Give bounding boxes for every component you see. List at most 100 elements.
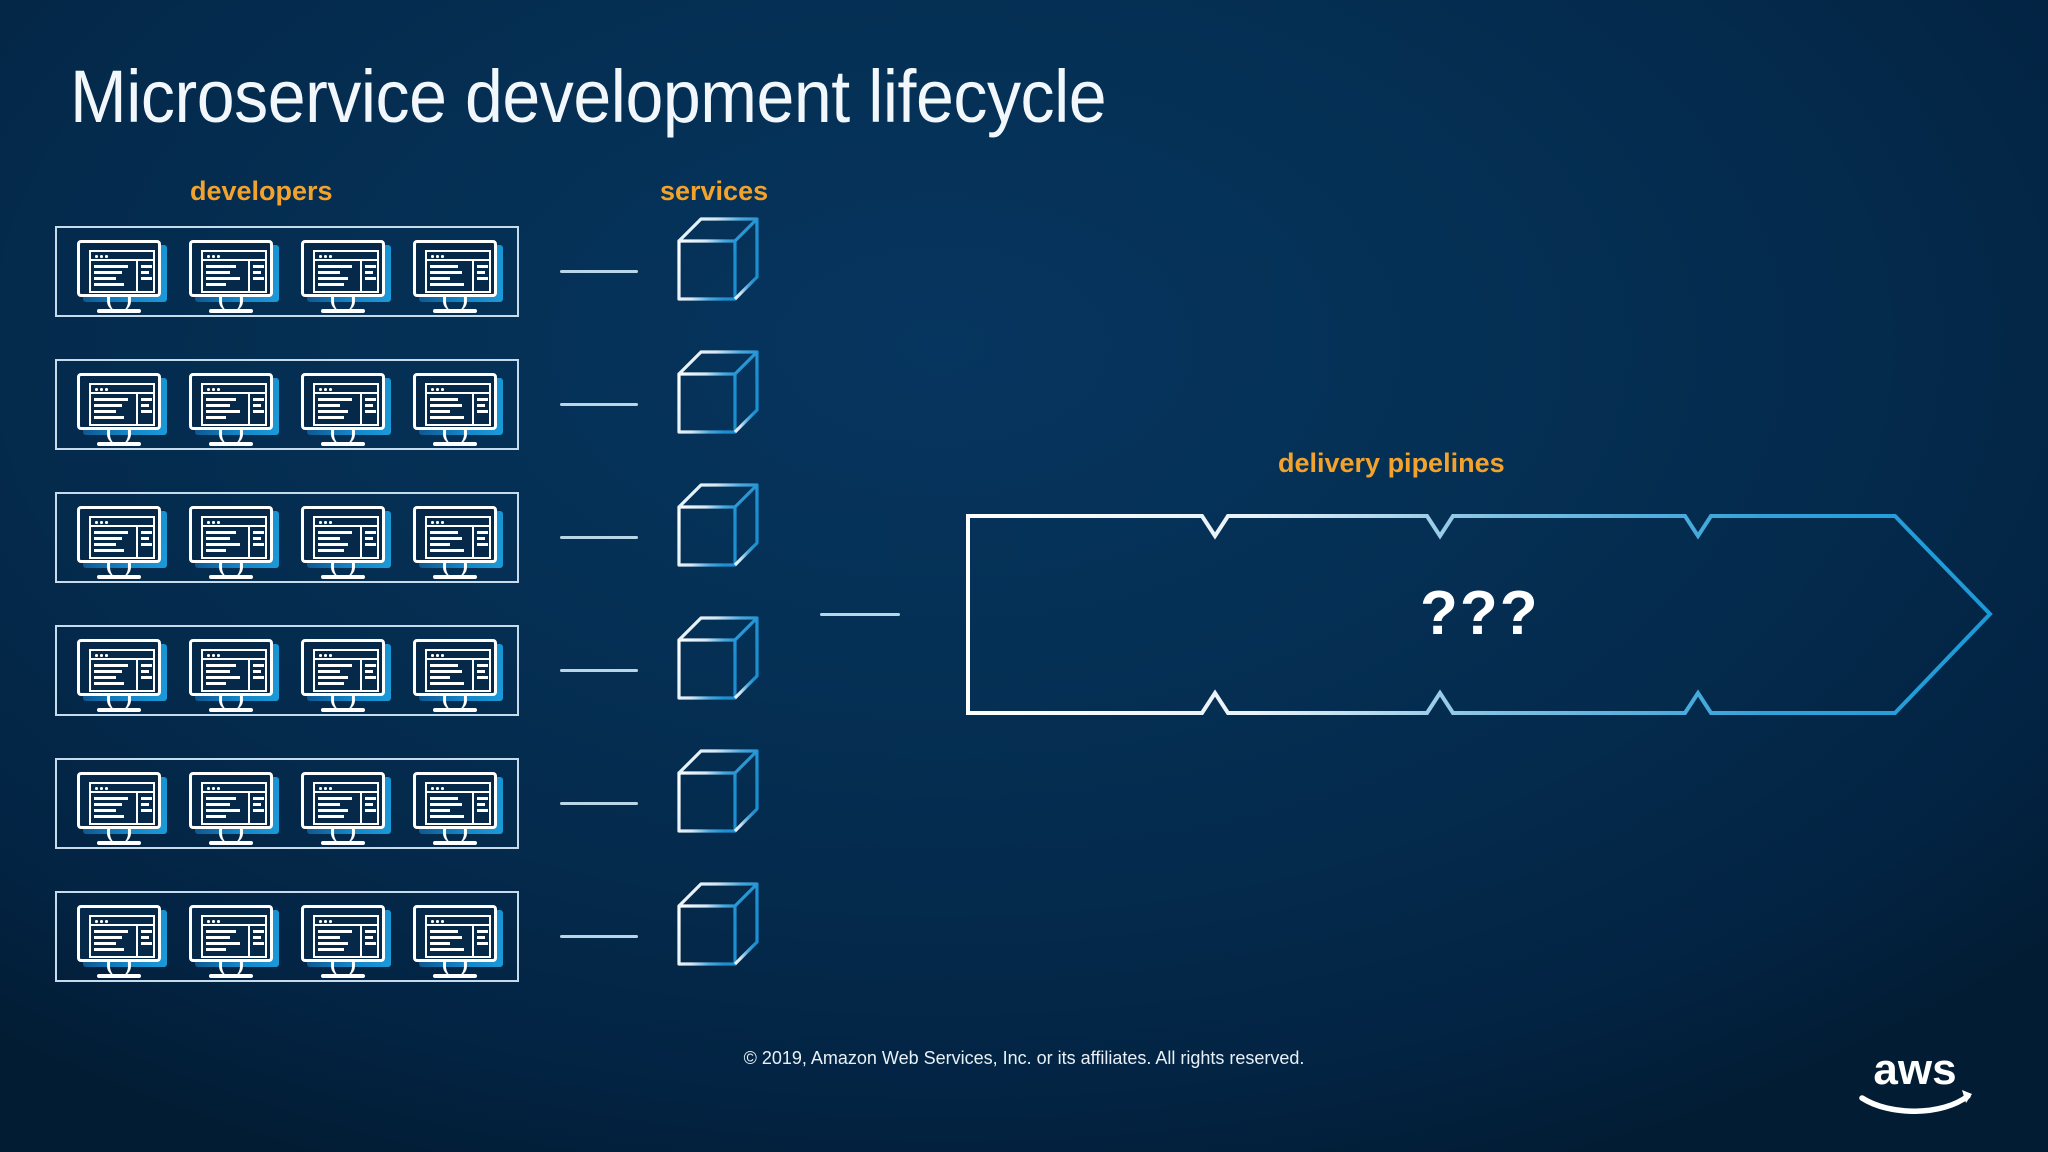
window-dot-icon — [431, 787, 434, 790]
monitor-base — [209, 708, 253, 712]
window-sidebar — [136, 394, 153, 424]
monitor-screen — [301, 905, 385, 962]
window-dot-icon — [441, 388, 444, 391]
window-frame-icon — [313, 250, 379, 293]
window-dot-icon — [441, 255, 444, 258]
window-body — [91, 527, 153, 557]
window-body — [91, 261, 153, 291]
service-cube-icon[interactable] — [675, 481, 761, 569]
service-cube-icon[interactable] — [675, 215, 761, 303]
window-frame-icon — [89, 250, 155, 293]
developer-workstation-icon — [411, 638, 507, 719]
window-dot-icon — [324, 255, 327, 258]
window-content-lines — [94, 664, 132, 688]
developer-workstation-icon — [187, 505, 283, 586]
window-content-lines — [94, 398, 132, 422]
monitor-base — [321, 841, 365, 845]
window-content-lines — [206, 398, 244, 422]
window-dot-icon — [105, 787, 108, 790]
window-dot-icon — [319, 787, 322, 790]
monitor-screen — [413, 905, 497, 962]
developer-workstation-icon — [75, 372, 171, 453]
developer-workstation-icon — [75, 239, 171, 320]
service-cube-icon[interactable] — [675, 747, 761, 835]
service-cube-icon[interactable] — [675, 614, 761, 702]
developer-group[interactable] — [55, 891, 519, 982]
developer-workstation-icon — [299, 638, 395, 719]
monitor-base — [97, 708, 141, 712]
window-dot-icon — [441, 521, 444, 524]
developer-group[interactable] — [55, 492, 519, 583]
window-dot-icon — [436, 255, 439, 258]
window-titlebar — [427, 385, 489, 394]
delivery-pipeline-arrow[interactable] — [965, 512, 1995, 717]
developer-workstation-icon — [75, 771, 171, 852]
window-dot-icon — [324, 521, 327, 524]
window-body — [427, 394, 489, 424]
window-sidebar — [248, 527, 265, 557]
window-dot-icon — [436, 388, 439, 391]
window-dot-icon — [436, 787, 439, 790]
developer-workstation-icon — [411, 239, 507, 320]
connector-developers-to-service — [560, 403, 638, 406]
window-dot-icon — [100, 388, 103, 391]
monitor-base — [433, 841, 477, 845]
window-content-lines — [206, 531, 244, 555]
window-dot-icon — [436, 521, 439, 524]
window-body — [315, 793, 377, 823]
window-content-lines — [94, 265, 132, 289]
developer-group[interactable] — [55, 359, 519, 450]
window-dot-icon — [329, 255, 332, 258]
window-dot-icon — [431, 654, 434, 657]
window-dot-icon — [100, 654, 103, 657]
window-dot-icon — [212, 654, 215, 657]
window-titlebar — [203, 651, 265, 660]
window-dot-icon — [324, 787, 327, 790]
window-sidebar — [472, 527, 489, 557]
monitor-base — [433, 974, 477, 978]
window-dot-icon — [207, 654, 210, 657]
monitor-screen — [413, 639, 497, 696]
window-dot-icon — [212, 521, 215, 524]
window-sidebar — [360, 660, 377, 690]
window-content-lines — [430, 664, 468, 688]
developer-group[interactable] — [55, 226, 519, 317]
window-dot-icon — [217, 388, 220, 391]
window-body — [91, 394, 153, 424]
window-dot-icon — [329, 787, 332, 790]
developer-group[interactable] — [55, 625, 519, 716]
window-dot-icon — [207, 388, 210, 391]
window-sidebar — [360, 261, 377, 291]
developer-workstation-icon — [75, 505, 171, 586]
window-sidebar — [136, 261, 153, 291]
monitor-base — [209, 442, 253, 446]
window-titlebar — [91, 651, 153, 660]
window-content-lines — [206, 797, 244, 821]
window-frame-icon — [313, 649, 379, 692]
window-titlebar — [203, 784, 265, 793]
developer-workstation-icon — [299, 505, 395, 586]
developer-group[interactable] — [55, 758, 519, 849]
window-body — [427, 261, 489, 291]
window-frame-icon — [201, 649, 267, 692]
window-dot-icon — [105, 920, 108, 923]
window-dot-icon — [217, 255, 220, 258]
window-dot-icon — [100, 255, 103, 258]
window-body — [427, 660, 489, 690]
window-body — [203, 793, 265, 823]
window-content-lines — [318, 531, 356, 555]
window-body — [315, 261, 377, 291]
window-frame-icon — [201, 250, 267, 293]
window-dot-icon — [329, 654, 332, 657]
window-titlebar — [427, 917, 489, 926]
window-content-lines — [206, 265, 244, 289]
window-dot-icon — [441, 787, 444, 790]
window-body — [315, 660, 377, 690]
monitor-base — [209, 575, 253, 579]
window-titlebar — [315, 651, 377, 660]
service-cube-icon[interactable] — [675, 348, 761, 436]
service-cube-icon[interactable] — [675, 880, 761, 968]
window-body — [203, 926, 265, 956]
window-dot-icon — [324, 388, 327, 391]
window-dot-icon — [207, 920, 210, 923]
